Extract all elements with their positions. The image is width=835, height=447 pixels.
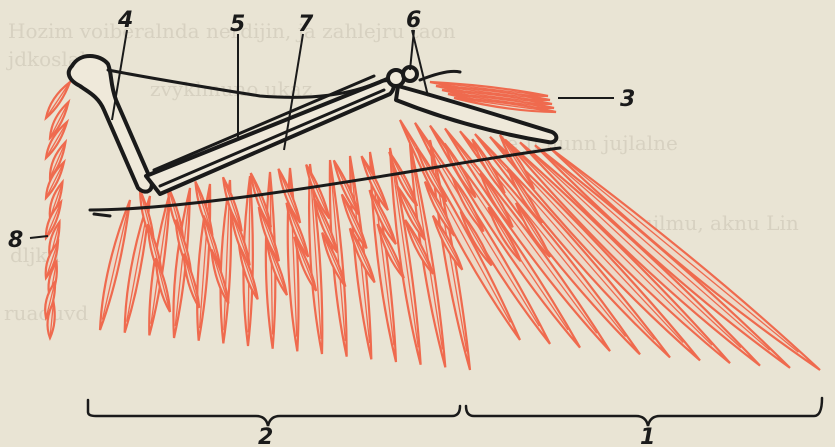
bracket-2 [88, 400, 460, 426]
label-8: 8 [8, 228, 23, 253]
bleed-text-6: ujlmu, aknu Lin [640, 211, 799, 235]
label-7: 7 [298, 12, 314, 37]
digit-bone [420, 71, 460, 80]
brackets [88, 398, 822, 426]
label-1: 1 [640, 425, 655, 447]
label-6: 6 [406, 8, 421, 33]
label-2: 2 [258, 425, 273, 447]
bracket-1 [466, 398, 822, 426]
label-5: 5 [230, 12, 245, 37]
label-4: 4 [117, 8, 133, 33]
patagium-edge-short [94, 214, 110, 216]
label-3: 3 [620, 87, 635, 112]
covert-feather-30-shaft [184, 254, 198, 304]
tertial-feathers [45, 82, 70, 338]
